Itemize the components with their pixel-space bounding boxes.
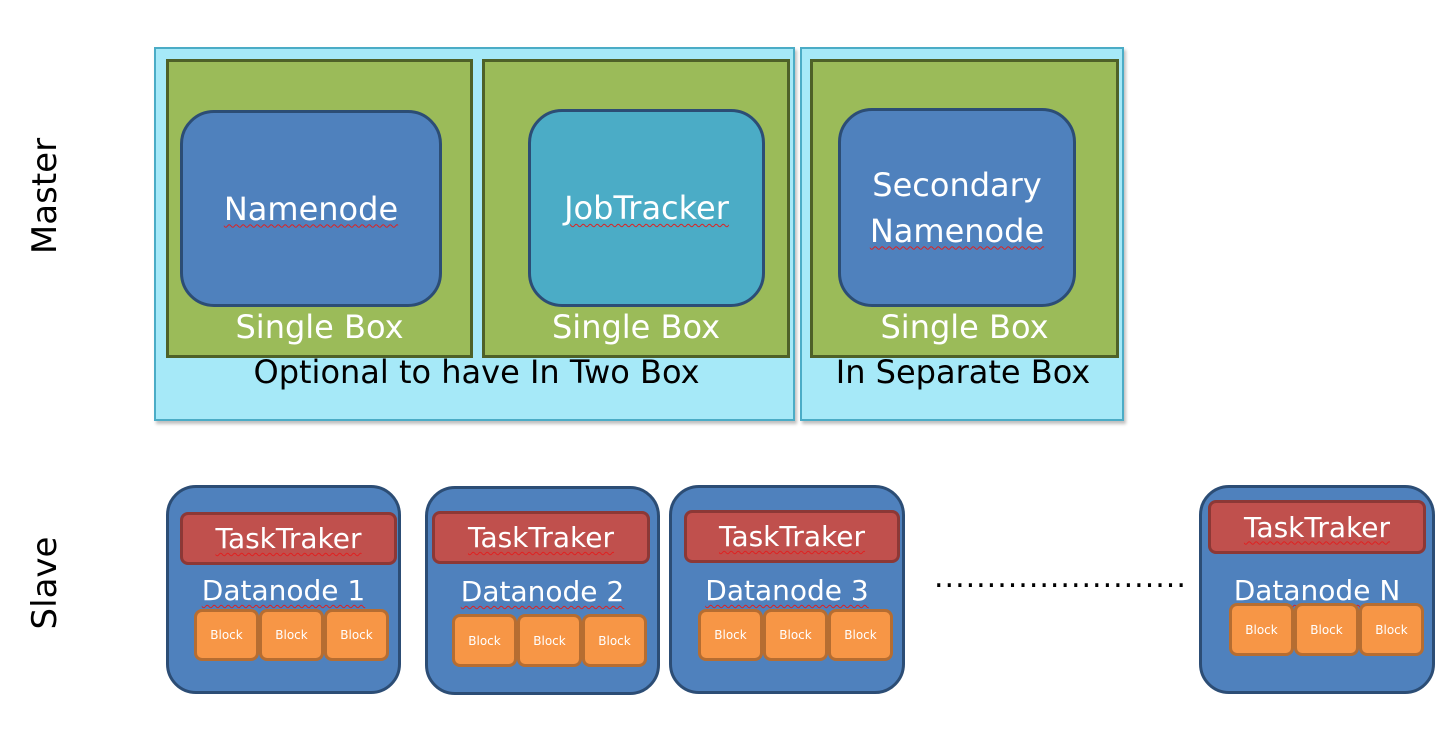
single-box-label: Single Box (551, 308, 721, 346)
ellipsis-more-datanodes: ........................ (934, 560, 1187, 595)
secondary-namenode-node: Secondary Namenode (838, 108, 1076, 307)
block: Block (828, 609, 893, 661)
group-label-separate-box: In Separate Box (835, 353, 1091, 391)
block: Block (517, 614, 582, 667)
datanode-label: Datanode N (1233, 574, 1401, 607)
block: Block (452, 614, 517, 667)
tasktracker-label: TaskTraker (215, 522, 362, 555)
tasktracker: TaskTraker (180, 512, 397, 565)
block: Block (324, 609, 389, 661)
tasktracker-label: TaskTraker (718, 520, 866, 553)
group-label-two-box: Optional to have In Two Box (253, 353, 700, 391)
secondary-namenode-line1: Secondary (872, 165, 1042, 204)
jobtracker-node: JobTracker (528, 109, 765, 307)
block: Block (582, 614, 647, 667)
tasktracker-label: TaskTraker (467, 521, 615, 554)
tasktracker: TaskTraker (684, 510, 900, 563)
block: Block (1294, 603, 1359, 656)
block: Block (1229, 603, 1294, 656)
block: Block (259, 609, 324, 661)
datanode-label: Datanode 1 (201, 574, 366, 607)
datanode-label: Datanode 2 (460, 575, 625, 608)
datanode-label: Datanode 3 (705, 574, 869, 607)
secondary-namenode-line2: Namenode (869, 211, 1045, 250)
block: Block (763, 609, 828, 661)
single-box-secondary-namenode: Secondary Namenode Single Box (810, 59, 1119, 358)
single-box-jobtracker: JobTracker Single Box (482, 59, 790, 358)
single-box-label: Single Box (880, 308, 1049, 346)
jobtracker-label: JobTracker (564, 189, 729, 227)
block: Block (1359, 603, 1424, 656)
single-box-namenode: Namenode Single Box (166, 59, 473, 358)
namenode-node: Namenode (180, 110, 442, 307)
master-label: Master (25, 137, 65, 255)
namenode-label: Namenode (223, 189, 399, 228)
tasktracker: TaskTraker (1208, 500, 1426, 554)
tasktracker: TaskTraker (432, 511, 650, 564)
datanode-n: TaskTraker Datanode N Block Block Block (1199, 485, 1435, 694)
datanode-1: TaskTraker Datanode 1 Block Block Block (166, 485, 401, 694)
slave-label: Slave (25, 536, 65, 630)
block: Block (698, 609, 763, 661)
datanode-3: TaskTraker Datanode 3 Block Block Block (669, 485, 905, 694)
single-box-label: Single Box (235, 308, 404, 346)
datanode-2: TaskTraker Datanode 2 Block Block Block (425, 486, 660, 695)
block: Block (194, 609, 259, 661)
tasktracker-label: TaskTraker (1243, 510, 1391, 544)
